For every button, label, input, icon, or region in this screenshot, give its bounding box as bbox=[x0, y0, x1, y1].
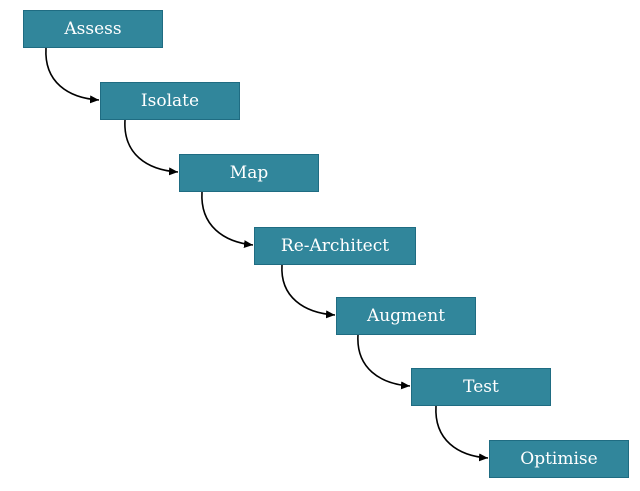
step-label: Map bbox=[229, 163, 269, 183]
connector-arrow bbox=[435, 405, 489, 462]
step-label: Re-Architect bbox=[280, 236, 390, 256]
step-re-architect: Re-Architect bbox=[254, 227, 416, 265]
connector-arrow bbox=[201, 191, 254, 249]
step-optimise: Optimise bbox=[489, 440, 629, 478]
connector-arrow bbox=[45, 47, 100, 104]
step-augment: Augment bbox=[336, 297, 476, 335]
step-label: Augment bbox=[366, 306, 446, 326]
step-assess: Assess bbox=[23, 10, 163, 48]
connector-arrow bbox=[124, 119, 179, 176]
step-label: Assess bbox=[64, 19, 122, 39]
step-label: Isolate bbox=[140, 91, 200, 111]
step-label: Optimise bbox=[520, 449, 598, 469]
step-isolate: Isolate bbox=[100, 82, 240, 120]
step-label: Test bbox=[463, 377, 499, 397]
step-test: Test bbox=[411, 368, 551, 406]
connector-arrow bbox=[281, 264, 336, 319]
step-map: Map bbox=[179, 154, 319, 192]
connector-arrow bbox=[357, 334, 411, 390]
